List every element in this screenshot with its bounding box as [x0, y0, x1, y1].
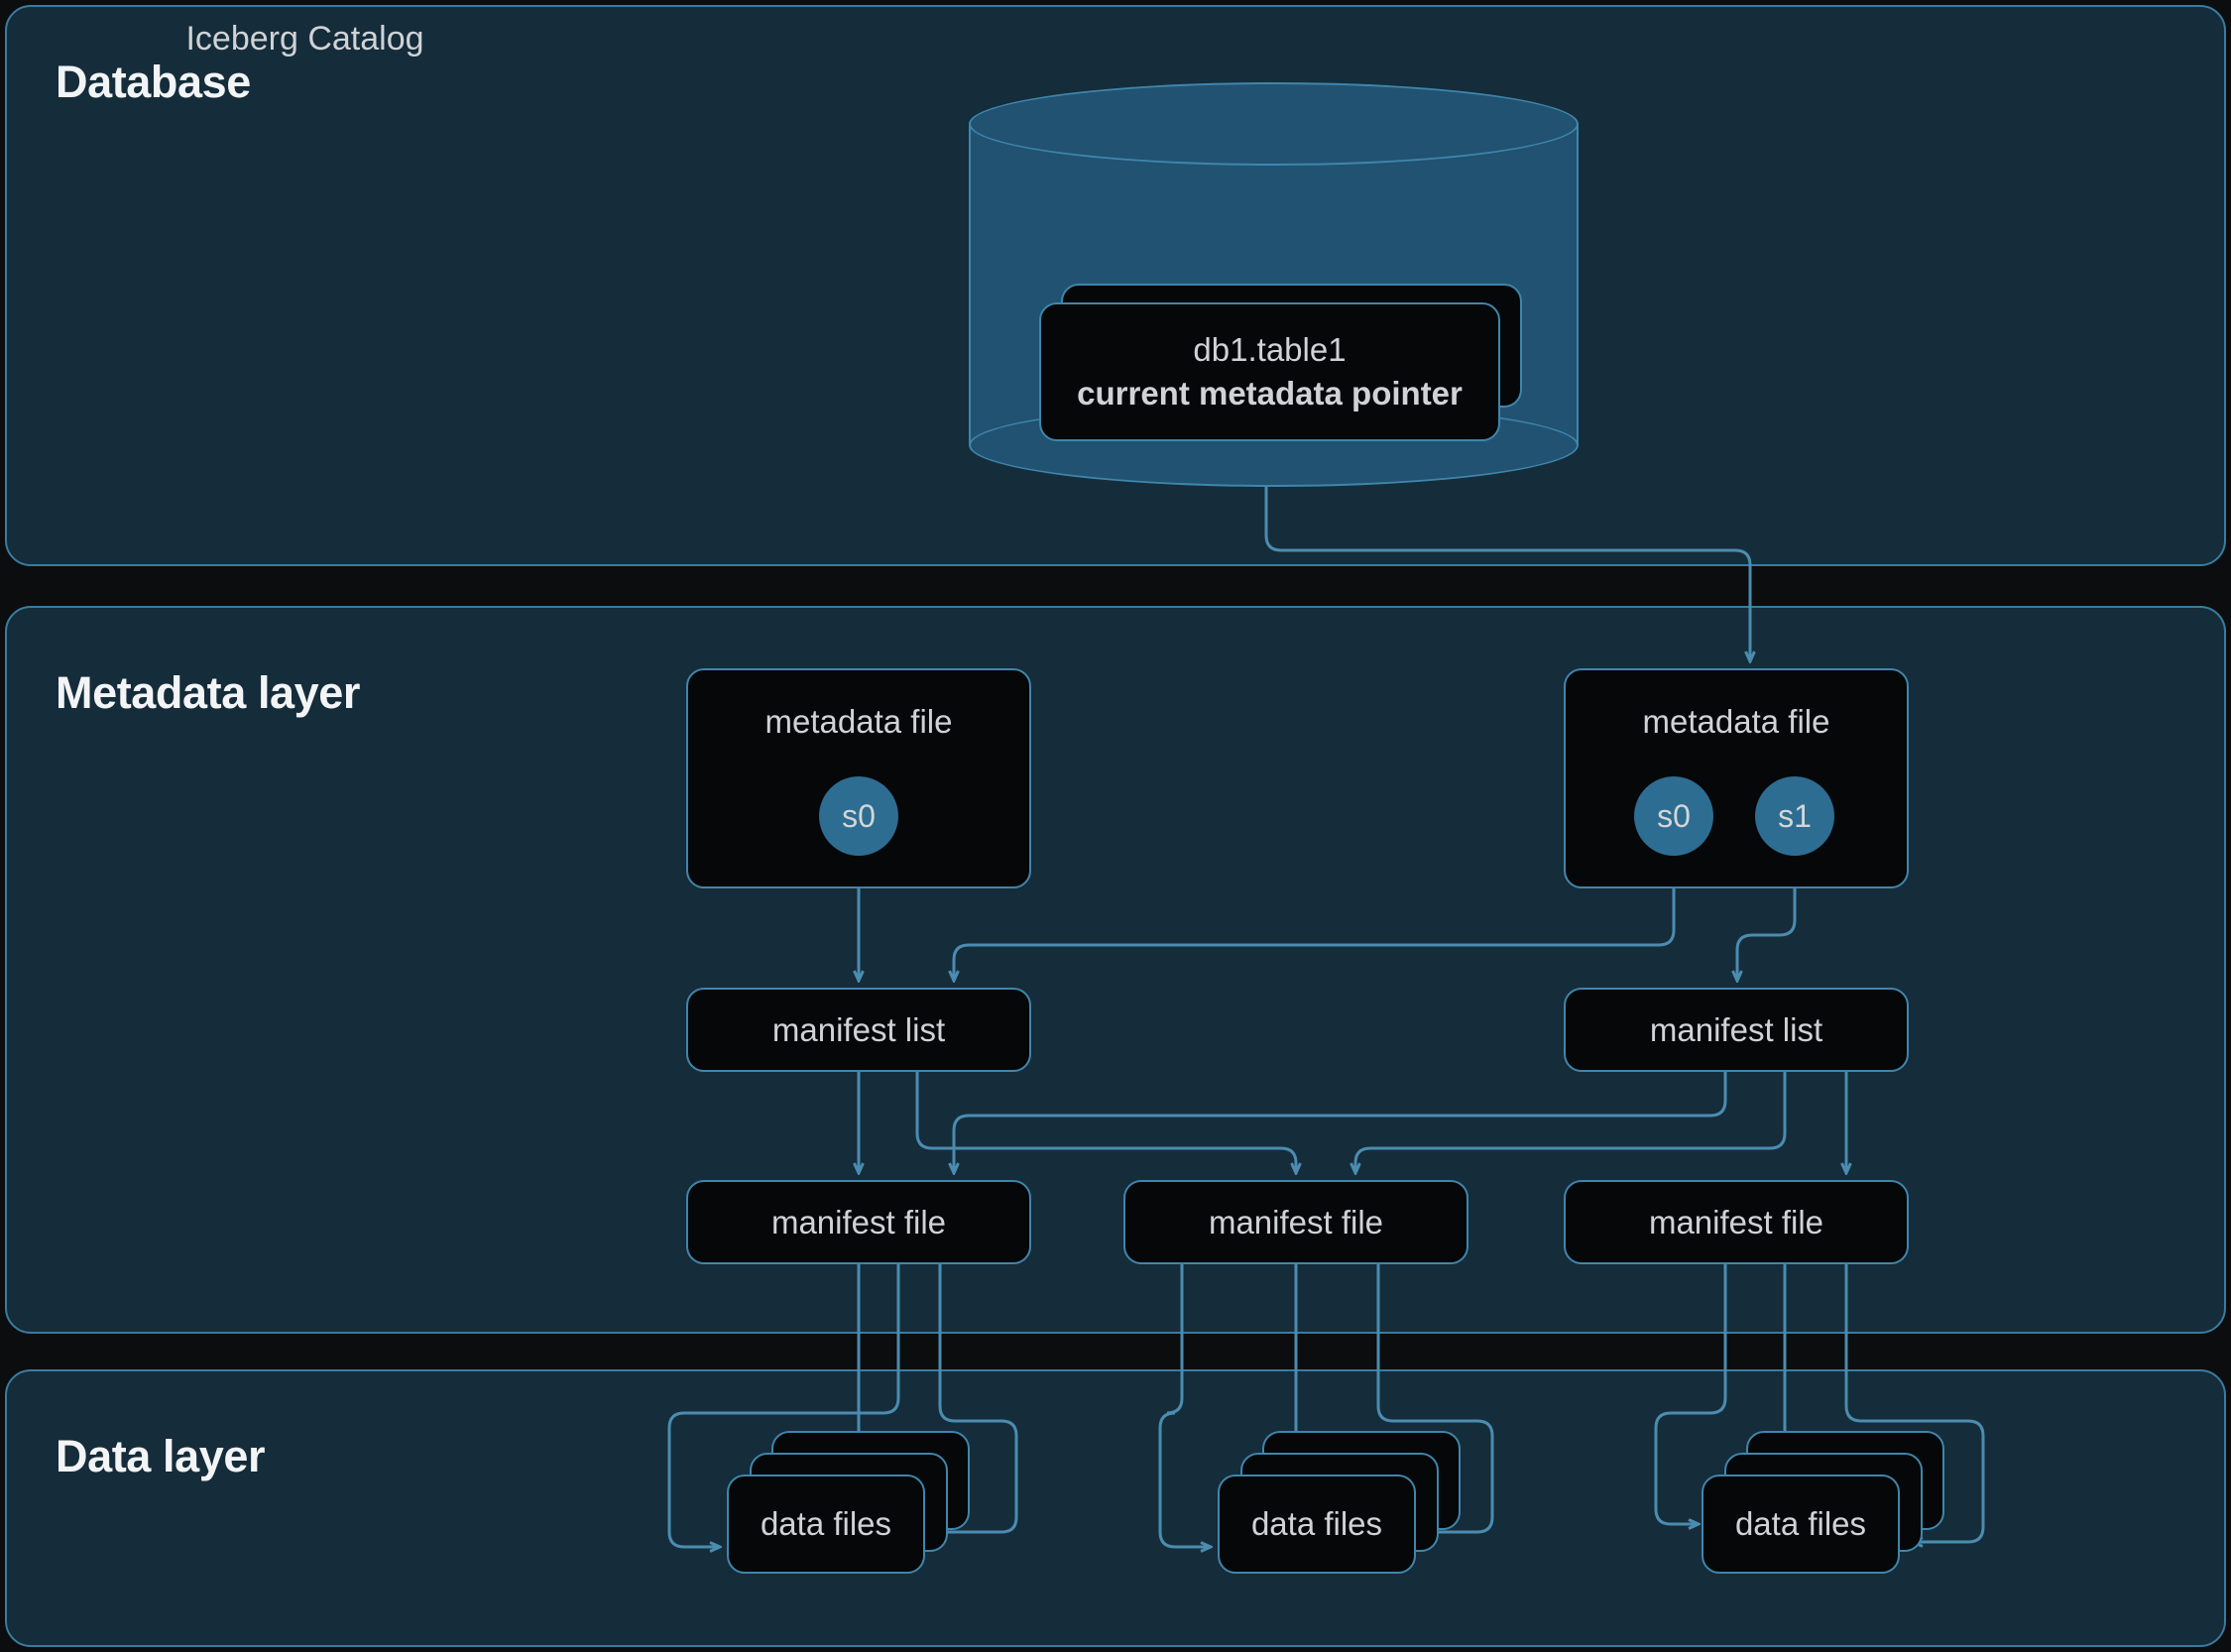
cylinder-top — [969, 82, 1579, 166]
manifest-list-right[interactable]: manifest list — [1564, 988, 1909, 1072]
iceberg-catalog-label: Iceberg Catalog — [185, 20, 424, 58]
metadata-file-right[interactable]: metadata file — [1564, 668, 1909, 888]
catalog-entry-card[interactable]: db1.table1 current metadata pointer — [1039, 302, 1500, 441]
data-files-stack-1[interactable]: data files — [727, 1431, 970, 1575]
layer-title-data: Data layer — [56, 1431, 266, 1481]
catalog-pointer-label: current metadata pointer — [1077, 375, 1463, 412]
manifest-list-left[interactable]: manifest list — [686, 988, 1031, 1072]
snapshot-badge-s0-right[interactable]: s0 — [1634, 776, 1713, 856]
data-files-stack-3[interactable]: data files — [1702, 1431, 1944, 1575]
layer-title-database: Database — [56, 57, 251, 107]
catalog-table-name: db1.table1 — [1193, 331, 1347, 369]
data-files-label-3: data files — [1702, 1475, 1900, 1574]
manifest-file-1[interactable]: manifest file — [686, 1180, 1031, 1264]
manifest-file-2[interactable]: manifest file — [1123, 1180, 1468, 1264]
data-files-stack-2[interactable]: data files — [1218, 1431, 1461, 1575]
snapshot-badge-s1-right[interactable]: s1 — [1755, 776, 1834, 856]
data-files-label-2: data files — [1218, 1475, 1416, 1574]
manifest-file-3[interactable]: manifest file — [1564, 1180, 1909, 1264]
layer-title-metadata: Metadata layer — [56, 667, 361, 718]
snapshot-badge-s0-left[interactable]: s0 — [819, 776, 898, 856]
data-files-label-1: data files — [727, 1475, 925, 1574]
